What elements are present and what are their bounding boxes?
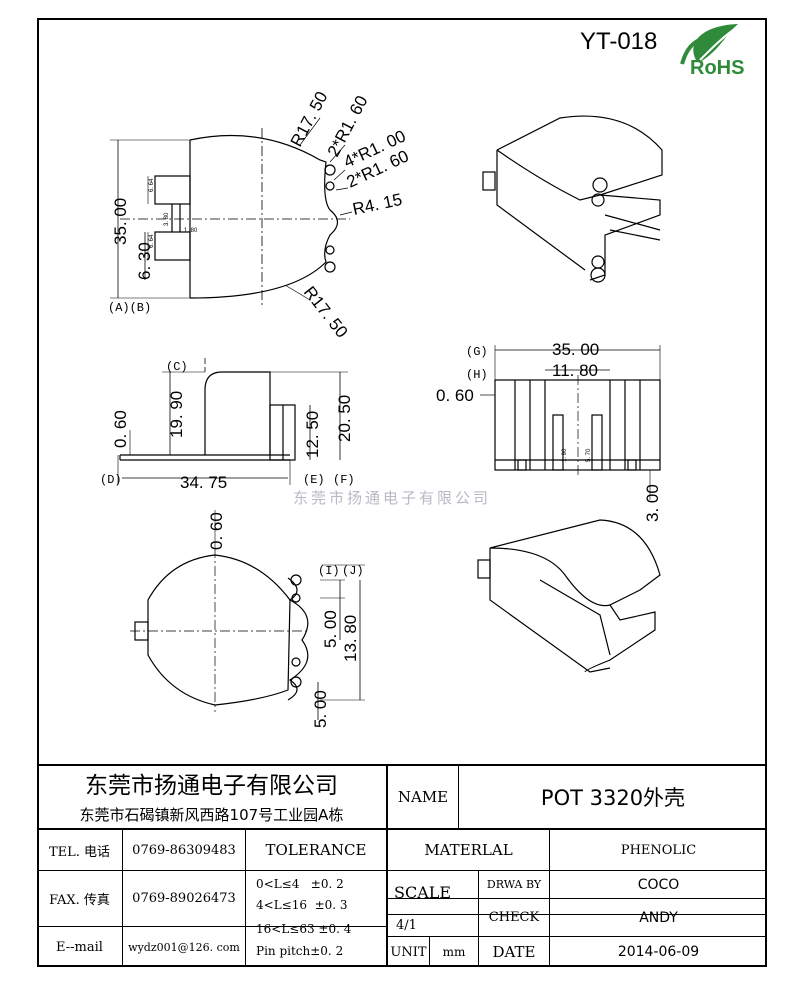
dim-tab-upper: 6. 64 [149, 178, 155, 192]
dim-height-35: 35. 00 [111, 198, 130, 245]
profile-view [110, 117, 353, 305]
email-value: wydz001@126. com [128, 940, 240, 954]
drawn-by-value: COCO [637, 876, 680, 893]
dim-notch-radius: R4. 15 [351, 190, 404, 219]
scale-label: SCALE [394, 883, 452, 902]
dim-radius-top: R17. 50 [287, 88, 332, 149]
top-plan-view [130, 510, 365, 720]
dim-pin-pitch: 5. 00 [311, 690, 330, 728]
ref-j: (J) [342, 564, 364, 578]
fax-value: 0769-89026473 [132, 891, 236, 906]
dim-wall: 0. 60 [436, 386, 474, 405]
dim-inner-a: 1. 90 [562, 448, 568, 462]
technical-drawing: R17. 50 R17. 50 2*R1. 60 4*R1. 00 2*R1. … [100, 88, 663, 728]
fax-label: FAX. 传真 [49, 893, 110, 908]
dim-total-height: 20. 50 [335, 395, 354, 442]
drawing-frame [37, 18, 767, 967]
unit-value: mm [442, 945, 466, 959]
material-value: PHENOLIC [620, 842, 697, 858]
ref-c: (C) [166, 360, 188, 374]
side-elevation-view [117, 358, 348, 485]
tolerance-row-2: 4<L≤16 ±0. 3 [256, 898, 348, 912]
name-label: NAME [397, 788, 449, 806]
unit-label: UNIT [390, 944, 427, 960]
tolerance-row-3: 16<L≤63 ±0. 4 [256, 922, 352, 936]
tolerance-label: TOLERANCE [265, 841, 367, 859]
ref-ab: (A)(B) [108, 301, 151, 315]
ref-i: (I) [318, 564, 340, 578]
dim-body-height: 19. 90 [167, 391, 186, 438]
company-name: 东莞市扬通电子有限公司 [85, 773, 338, 799]
watermark: 东莞市扬通电子有限公司 [293, 489, 492, 507]
dim-slot-gap: 1. 80 [184, 228, 198, 234]
dim-length: 34. 75 [180, 473, 227, 492]
date-label: DATE [492, 943, 536, 961]
dim-rib-height: 12. 50 [303, 411, 322, 458]
tolerance-row-4: Pin pitch±0. 2 [256, 944, 344, 958]
dim-offset: 6. 30 [135, 242, 154, 280]
dim-center-width: 11. 80 [552, 361, 598, 380]
check-label: CHECK [488, 910, 540, 925]
front-elevation-view [480, 345, 661, 500]
email-label: E--mail [56, 939, 103, 955]
ref-f: (F) [333, 473, 355, 487]
dim-slot-width: 3. 80 [164, 212, 170, 226]
drawn-by-label: DRWA BY [486, 877, 542, 891]
dim-tab-lower: 6. 64 [149, 234, 155, 248]
title-block: 东莞市扬通电子有限公司 东莞市石碣镇新风西路107号工业园A栋 NAME POT… [37, 764, 767, 967]
tel-label: TEL. 电话 [48, 844, 111, 860]
dim-radius-bottom: R17. 50 [300, 283, 352, 342]
dim-pin-length: 3. 00 [643, 484, 662, 522]
part-number: YT-018 [580, 28, 658, 55]
tolerance-row-1: 0<L≤4 ±0. 2 [256, 877, 344, 891]
company-address: 东莞市石碣镇新风西路107号工业园A栋 [79, 805, 344, 824]
isometric-view-top [482, 115, 663, 283]
scale-value: 4/1 [396, 918, 417, 933]
rohs-logo: RoHS [680, 24, 744, 78]
date-value: 2014-06-09 [617, 944, 700, 960]
isometric-view-bottom [477, 519, 661, 673]
tel-value: 0769-86309483 [132, 842, 236, 858]
ref-d: (D) [100, 473, 122, 487]
ref-h: (H) [466, 368, 488, 382]
dim-base-thickness: 0. 60 [111, 410, 130, 448]
ref-g: (G) [466, 345, 488, 359]
part-name: POT 3320外壳 [540, 786, 686, 810]
material-label: MATERLAL [424, 841, 513, 859]
dim-top-thickness: 0. 60 [207, 512, 226, 550]
dim-width: 35. 00 [552, 340, 599, 359]
dim-notch-depth: 5. 00 [321, 610, 340, 648]
dim-inner-b: 5. 70 [586, 448, 592, 462]
ref-e: (E) [303, 473, 325, 487]
dim-pin-span: 13. 80 [341, 615, 360, 662]
svg-text:RoHS: RoHS [690, 57, 744, 78]
check-value: ANDY [639, 909, 678, 926]
